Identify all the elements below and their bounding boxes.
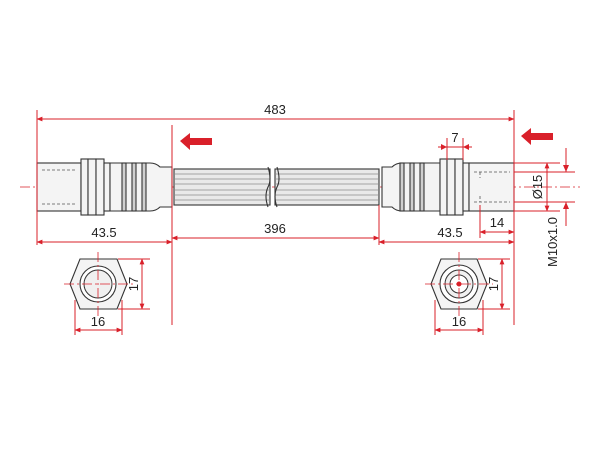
right-fitting-label: 43.5 — [437, 225, 462, 240]
hose-length-label: 396 — [264, 221, 286, 236]
right-end-view — [425, 252, 493, 316]
left-fitting-label: 43.5 — [91, 225, 116, 240]
overall-length-label: 483 — [264, 102, 286, 117]
left-hex-height-label: 17 — [126, 277, 141, 291]
right-hex-width-label: 16 — [452, 314, 466, 329]
tube-width-label: 7 — [451, 130, 458, 145]
thread-length-label: 14 — [490, 215, 504, 230]
arrow-left-icon — [521, 128, 553, 145]
outer-diameter-label: Ø15 — [530, 175, 545, 200]
left-fitting — [36, 158, 173, 216]
hose-body — [173, 166, 380, 208]
extension-lines — [36, 110, 575, 325]
left-hex-width-label: 16 — [91, 314, 105, 329]
thread-spec-label: M10x1.0 — [545, 217, 560, 267]
right-fitting — [381, 158, 515, 216]
right-hex-height-label: 17 — [486, 277, 501, 291]
arrow-left-icon — [180, 133, 212, 150]
left-end-view — [64, 252, 134, 316]
